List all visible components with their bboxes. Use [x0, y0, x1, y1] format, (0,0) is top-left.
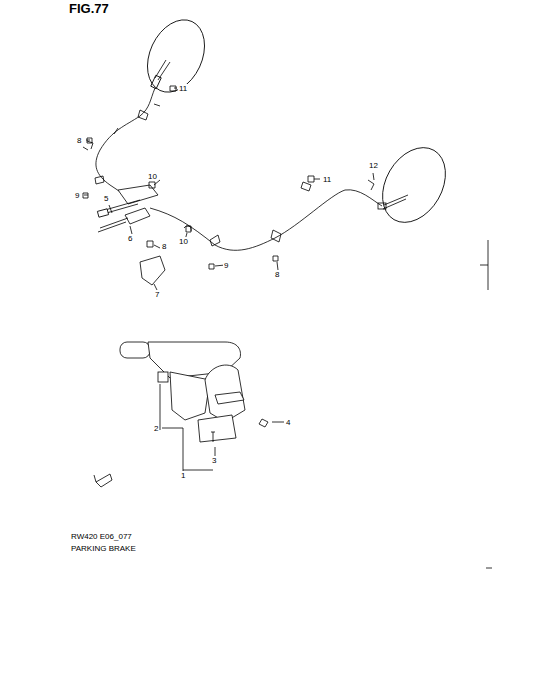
callout-number: 10 — [178, 237, 189, 246]
callout-number: 2 — [153, 424, 159, 433]
figure-caption: PARKING BRAKE — [70, 544, 137, 553]
callout-number: 7 — [154, 290, 160, 299]
callout-number: 5 — [103, 194, 109, 203]
callout-number: 11 — [178, 84, 188, 93]
callout-number: 6 — [127, 234, 133, 243]
callout-number: 8 — [76, 136, 82, 145]
callout-number: 3 — [211, 456, 217, 465]
callout-number: 4 — [285, 418, 291, 427]
callout-number: 8 — [274, 270, 280, 279]
figure-title: FIG.77 — [68, 2, 110, 16]
callout-number: 10 — [147, 172, 158, 181]
figure-code: RW420 E06_077 — [70, 532, 133, 541]
callout-number: 9 — [223, 261, 229, 270]
callout-number: 8 — [161, 242, 167, 251]
callout-number: 11 — [322, 175, 332, 184]
callout-number: 12 — [368, 161, 379, 170]
callout-number: 1 — [180, 471, 186, 480]
callout-number: 9 — [74, 191, 80, 200]
